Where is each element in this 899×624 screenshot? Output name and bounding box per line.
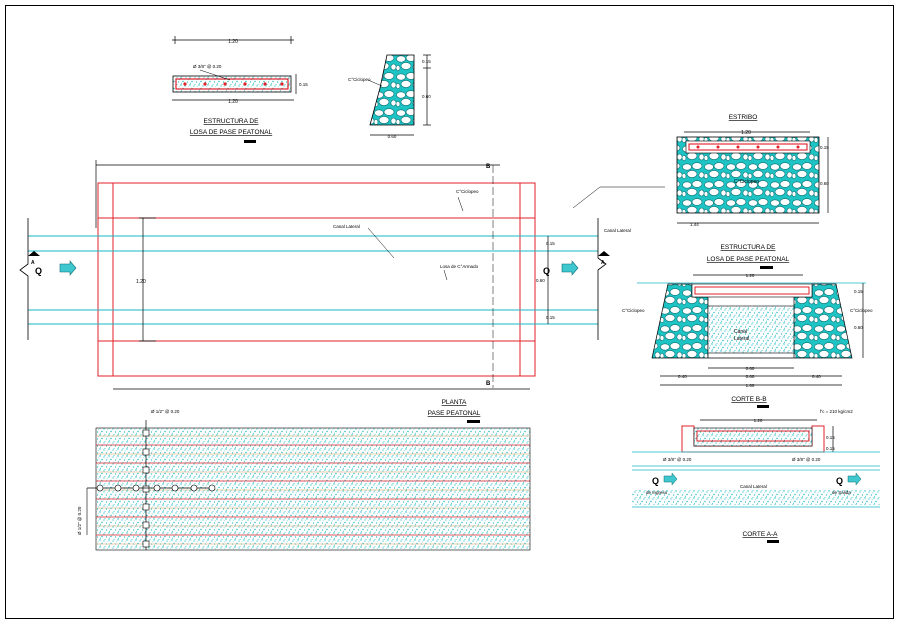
- planta-title-2: PASE PEATONAL: [428, 410, 481, 417]
- dim-wall-h: 0.60: [422, 94, 431, 99]
- rebar-aa-right: Ø 3/8" @ 0.20: [792, 457, 821, 462]
- estribo-detail: ESTRIBO 1.20 C°Ciclopeo 0.15 0.60 1.44: [572, 114, 829, 227]
- section-a-right: A: [601, 260, 605, 266]
- rebar-label-mesh-top: Ø 1/2" @ 0.20: [151, 409, 180, 414]
- corte-bb-title: CORTE B-B: [731, 396, 766, 403]
- flow-arrow-aa-right-icon: [847, 472, 862, 486]
- dim-bb-bl: 0.40: [678, 374, 687, 379]
- flow-q-left: Q: [35, 266, 42, 276]
- canal-aa-label: Canal Lateral: [740, 484, 767, 489]
- dim-wall-b: 0.60: [388, 134, 397, 139]
- flow-arrow-left-icon: [59, 260, 77, 276]
- estructura2-title-2: LOSA DE PASE PEATONAL: [707, 256, 790, 263]
- dim-plan-h: 1.20: [136, 279, 146, 285]
- rebar-label-mesh-left: Ø 1/2" @ 0.20: [77, 506, 82, 535]
- canal-bb-2: Lateral: [734, 336, 749, 342]
- estribo-title: ESTRIBO: [729, 114, 758, 121]
- dim-estribo-top: 0.15: [820, 145, 829, 150]
- inflow-label: de Ingreso: [646, 490, 668, 495]
- dim-plan-r1: 0.15: [546, 241, 555, 246]
- dim-plan-r2: 0.60: [536, 278, 545, 283]
- flow-arrow-right-icon: [561, 260, 579, 276]
- dim-bb-top: 1.20: [746, 273, 755, 278]
- canal-lateral-plan-label: Canal Lateral: [333, 224, 360, 229]
- dim-losa-bottom: 1.20: [228, 99, 238, 105]
- flow-arrow-aa-left-icon: [663, 472, 678, 486]
- dim-bb-b1: 0.60: [746, 366, 755, 371]
- ciclopeo-bb-right: C°Ciclopeo: [850, 308, 873, 313]
- canal-lateral-right-label: Canal Lateral: [604, 228, 631, 233]
- section-b-bottom: B: [486, 381, 491, 387]
- dim-plan-r3: 0.15: [546, 315, 555, 320]
- canal-bb-1: Canal: [734, 329, 747, 335]
- ciclopeo-label-top: C°Ciclopeo: [348, 77, 371, 82]
- mesh-slab: [95, 427, 531, 551]
- rebar-mesh: Ø 1/2" @ 0.20 Ø 1/2" @ 0.20: [77, 409, 531, 551]
- dim-aa-top: 1.20: [754, 418, 763, 423]
- losa-detail: 1.20 Ø 3/8" @ 0.20 1.20 0.15 ESTRUCTURA …: [172, 36, 308, 143]
- planta-title-1: PLANTA: [442, 399, 467, 406]
- sheet-border: [5, 5, 894, 619]
- dim-aa-r2: 0.15: [826, 446, 835, 451]
- ciclopeo-label-estribo: C°Ciclopeo: [734, 179, 759, 185]
- corte-bb: ESTRUCTURA DE LOSA DE PASE PEATONAL 1.20…: [622, 244, 873, 408]
- section-b-top: B: [486, 164, 491, 170]
- dim-estribo-w: 1.20: [741, 130, 751, 136]
- flow-q-right: Q: [543, 266, 550, 276]
- flow-q-aa-left: Q: [652, 476, 659, 486]
- losa-slab: [172, 75, 292, 93]
- dim-losa-top: 1.20: [228, 39, 238, 45]
- section-a-left: A: [31, 260, 35, 266]
- losa-title-1: ESTRUCTURA DE: [204, 118, 260, 125]
- dim-bb-r2: 0.60: [854, 325, 863, 330]
- dim-wall-top: 0.15: [422, 59, 431, 64]
- bb-canal: [707, 305, 795, 354]
- rebar-aa-left: Ø 3/8" @ 0.20: [663, 457, 692, 462]
- fc-label: f'c = 210 kg/cm2: [820, 409, 853, 414]
- plan-outer-red: [97, 182, 536, 377]
- dim-estribo-b: 1.44: [690, 222, 699, 227]
- losa-title-2: LOSA DE PASE PEATONAL: [190, 129, 273, 136]
- flow-q-aa-right: Q: [836, 476, 843, 486]
- wall-section: 0.15 0.60 0.60 C°Ciclopeo: [348, 54, 431, 139]
- ciclopeo-bb-left: C°Ciclopeo: [622, 308, 645, 313]
- dim-bb-b2: 0.60: [746, 374, 755, 379]
- dim-aa-r1: 0.15: [826, 435, 835, 440]
- dim-bb-b3: 1.60: [746, 383, 755, 388]
- dim-bb-r1: 0.15: [854, 289, 863, 294]
- wall-cyclopean: [369, 54, 415, 126]
- plan-view: 1.20 0.15 0.60 0.15 B B A A Q Q C°Ciclop…: [19, 160, 631, 423]
- losa-armado-label: Losa de C°Armado: [440, 264, 479, 269]
- dim-bb-br: 0.40: [812, 374, 821, 379]
- outflow-label: de Salida: [832, 490, 851, 495]
- rebar-label-losa: Ø 3/8" @ 0.20: [193, 64, 222, 69]
- ciclopeo-label-plan: C°Ciclopeo: [456, 189, 479, 194]
- dim-losa-h: 0.15: [299, 82, 308, 87]
- estructura2-title-1: ESTRUCTURA DE: [721, 244, 777, 251]
- corte-aa-title: CORTE A-A: [743, 531, 779, 538]
- dim-estribo-h: 0.60: [820, 181, 829, 186]
- corte-aa: f'c = 210 kg/cm2 1.20 0.15 0.15 Ø 3/8" @…: [632, 409, 880, 543]
